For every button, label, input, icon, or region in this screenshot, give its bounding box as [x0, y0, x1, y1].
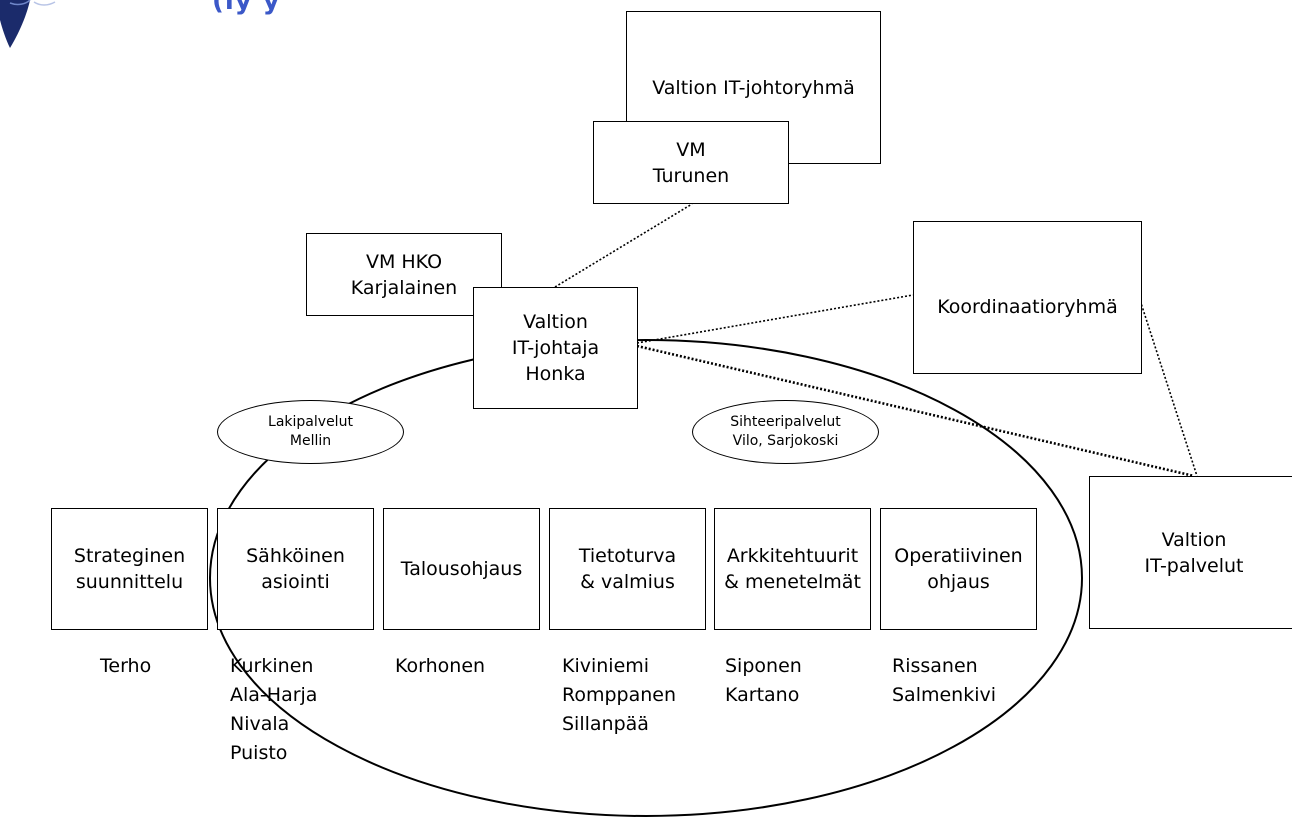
coordination-label: Koordinaatioryhmä: [937, 296, 1118, 318]
unit-box-architectures: Arkkitehtuurit & menetelmät: [714, 508, 871, 630]
ministry-logo: [0, 0, 56, 48]
person-name: Korhonen: [395, 655, 486, 677]
person-name: Ala-Harja: [230, 684, 318, 706]
unit-line: Talousohjaus: [400, 558, 523, 580]
person-name: Siponen: [725, 655, 802, 677]
person-name: Rissanen: [892, 655, 978, 677]
unit-line: Operatiivinen: [894, 545, 1023, 567]
person-name: Sillanpää: [562, 713, 649, 735]
it-services-box: Valtion IT-palvelut: [1089, 476, 1292, 629]
steering-group-label: Valtion IT-johtoryhmä: [652, 76, 855, 99]
unit-box-e-services: Sähköinen asiointi: [217, 508, 374, 630]
people-financial-steering: Korhonen: [395, 652, 485, 681]
director-line-2: IT-johtaja: [511, 337, 600, 359]
hko-line-1: VM HKO: [365, 250, 443, 273]
people-security: Kiviniemi Romppanen Sillanpää: [562, 652, 676, 739]
coordination-box: Koordinaatioryhmä: [913, 221, 1142, 374]
it-services-line-2: IT-palvelut: [1144, 554, 1244, 577]
people-e-services: Kurkinen Ala-Harja Nivala Puisto: [230, 652, 317, 768]
header-partial-text: (ly y: [212, 0, 281, 16]
person-name: Puisto: [230, 742, 288, 764]
legal-services-line-1: Lakipalvelut: [268, 414, 353, 430]
connector-director-coordination: [636, 294, 914, 344]
secretary-services-oval: Sihteeripalvelut Vilo, Sarjokoski: [692, 400, 879, 464]
unit-box-financial-steering: Talousohjaus: [383, 508, 540, 630]
vm-line-1: VM: [676, 138, 706, 161]
secretary-services-line-2: Vilo, Sarjokoski: [732, 433, 839, 449]
director-box: Valtion IT-johtaja Honka: [473, 287, 638, 409]
unit-line: & menetelmät: [724, 571, 861, 593]
person-name: Kiviniemi: [562, 655, 650, 677]
people-architectures: Siponen Kartano: [725, 652, 802, 710]
connector-coordination-services: [1138, 296, 1198, 477]
people-strategic-planning: Terho: [100, 652, 151, 681]
unit-box-strategic-planning: Strateginen suunnittelu: [51, 508, 208, 630]
unit-line: asiointi: [261, 571, 330, 593]
secretary-services-line-1: Sihteeripalvelut: [730, 414, 841, 430]
unit-line: ohjaus: [927, 571, 990, 593]
legal-services-oval: Lakipalvelut Mellin: [217, 400, 404, 464]
vm-line-2: Turunen: [652, 164, 730, 187]
connector-director-vm: [554, 203, 693, 288]
legal-services-line-2: Mellin: [289, 433, 332, 449]
director-line-3: Honka: [525, 363, 586, 385]
person-name: Kurkinen: [230, 655, 314, 677]
unit-line: Tietoturva: [578, 545, 677, 567]
it-services-line-1: Valtion: [1161, 528, 1227, 551]
unit-line: Strateginen: [73, 545, 186, 567]
vm-box: VM Turunen: [593, 121, 789, 204]
hko-line-2: Karjalainen: [350, 276, 458, 299]
connector-director-services: [636, 344, 1195, 478]
unit-line: Sähköinen: [246, 545, 345, 567]
hko-box: VM HKO Karjalainen: [306, 233, 502, 316]
unit-box-security: Tietoturva & valmius: [549, 508, 706, 630]
person-name: Nivala: [230, 713, 290, 735]
unit-line: & valmius: [580, 571, 675, 593]
director-line-1: Valtion: [523, 311, 588, 333]
person-name: Romppanen: [562, 684, 677, 706]
department-ellipse: [209, 339, 1083, 817]
unit-line: Arkkitehtuurit: [726, 545, 859, 567]
person-name: Kartano: [725, 684, 800, 706]
person-name: Salmenkivi: [892, 684, 997, 706]
person-name: Terho: [100, 655, 152, 677]
unit-box-operational-steering: Operatiivinen ohjaus: [880, 508, 1037, 630]
people-operational-steering: Rissanen Salmenkivi: [892, 652, 996, 710]
unit-line: suunnittelu: [75, 571, 184, 593]
